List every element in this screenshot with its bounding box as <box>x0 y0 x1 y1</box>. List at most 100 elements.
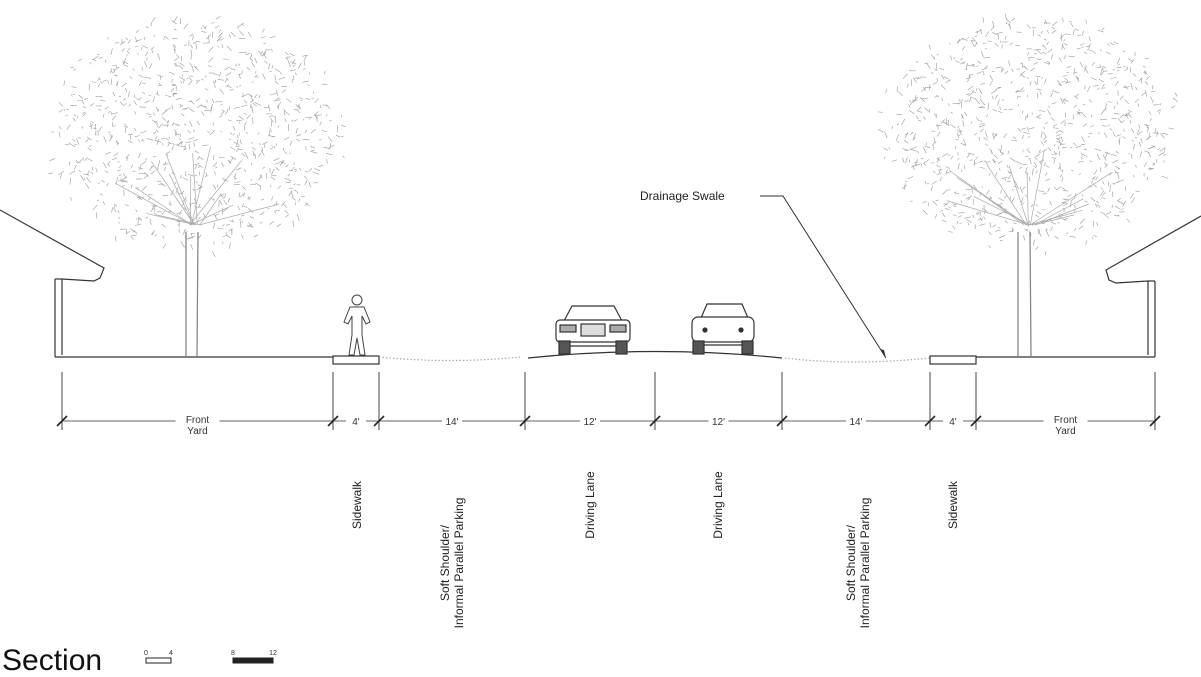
leaf-mark <box>270 176 276 181</box>
leaf-mark <box>974 35 978 38</box>
leaf-mark <box>904 131 909 139</box>
leaf-mark <box>250 162 253 166</box>
leaf-mark <box>167 141 173 145</box>
leaf-mark <box>1092 50 1097 54</box>
tree-canopy-right <box>877 13 1179 256</box>
leaf-mark <box>1021 202 1025 205</box>
leaf-mark <box>115 74 118 77</box>
branch-mark <box>190 146 211 226</box>
dimension-tick <box>970 415 982 427</box>
leaf-mark <box>956 220 959 225</box>
leaf-mark <box>1101 107 1107 113</box>
leaf-mark <box>197 104 203 108</box>
leaf-mark <box>172 43 177 48</box>
leaf-mark <box>1139 151 1143 158</box>
leaf-mark <box>918 119 922 122</box>
leaf-mark <box>341 125 347 128</box>
leaf-mark <box>222 224 225 227</box>
leaf-mark <box>936 131 941 137</box>
branch-mark <box>949 170 1027 226</box>
leaf-mark <box>280 160 284 166</box>
leaf-mark <box>121 180 128 183</box>
leaf-mark <box>144 51 149 57</box>
leaf-mark <box>137 195 143 201</box>
leaf-mark <box>268 130 271 137</box>
leaf-mark <box>1042 192 1048 195</box>
leaf-mark <box>1104 151 1111 155</box>
leaf-mark <box>922 147 927 154</box>
leaf-mark <box>1062 98 1069 102</box>
leaf-mark <box>966 80 969 83</box>
leaf-mark <box>284 136 290 141</box>
leaf-mark <box>69 177 72 185</box>
leaf-mark <box>905 157 908 164</box>
leaf-mark <box>1041 77 1044 80</box>
leaf-mark <box>884 131 888 139</box>
leaf-mark <box>1047 187 1050 193</box>
leaf-mark <box>181 113 185 117</box>
leaf-mark <box>164 35 169 40</box>
leaf-mark <box>248 225 254 228</box>
leaf-mark <box>239 139 242 145</box>
leaf-mark <box>292 58 296 65</box>
leaf-mark <box>1036 78 1038 84</box>
dimension-label-line: Front <box>186 415 210 426</box>
leaf-mark <box>143 61 148 68</box>
leaf-mark <box>1036 211 1042 215</box>
leaf-mark <box>1151 90 1156 93</box>
leaf-mark <box>70 197 72 201</box>
leaf-mark <box>1062 189 1069 192</box>
leaf-mark <box>303 68 306 70</box>
leaf-mark <box>235 145 241 147</box>
leaf-mark <box>1105 102 1107 106</box>
leaf-mark <box>938 169 942 171</box>
scale-tick-label: 12 <box>269 650 277 657</box>
leaf-mark <box>229 157 234 163</box>
leaf-mark <box>264 48 267 56</box>
leaf-mark <box>197 184 203 188</box>
leaf-mark <box>1124 67 1128 72</box>
leaf-mark <box>1058 57 1062 62</box>
leaf-mark <box>1043 162 1046 167</box>
leaf-mark <box>933 170 936 174</box>
leaf-mark <box>1039 160 1041 165</box>
leaf-mark <box>150 230 155 236</box>
leaf-mark <box>973 159 976 167</box>
leaf-mark <box>1082 153 1088 158</box>
branch-mark <box>1035 203 1089 226</box>
leaf-mark <box>948 206 951 209</box>
leaf-mark <box>1053 127 1059 129</box>
leaf-mark <box>1046 60 1050 64</box>
leaf-mark <box>225 231 228 237</box>
leaf-mark <box>1112 183 1115 185</box>
leaf-mark <box>153 34 156 37</box>
leaf-mark <box>1056 140 1063 144</box>
leaf-mark <box>93 127 97 130</box>
leaf-mark <box>288 190 293 197</box>
leaf-mark <box>1126 218 1131 223</box>
leaf-mark <box>72 117 76 122</box>
leaf-mark <box>1027 51 1030 56</box>
branch-mark <box>114 182 193 226</box>
leaf-mark <box>979 166 985 169</box>
leaf-mark <box>963 138 967 146</box>
leaf-mark <box>312 171 320 175</box>
leaf-mark <box>1059 130 1064 133</box>
leaf-mark <box>342 155 345 158</box>
leaf-mark <box>973 40 977 42</box>
scale-tick-label: 4 <box>169 650 173 657</box>
leaf-mark <box>1075 93 1079 97</box>
leaf-mark <box>994 43 999 47</box>
leaf-mark <box>152 231 154 235</box>
leaf-mark <box>225 72 232 76</box>
leaf-mark <box>1146 75 1150 80</box>
leaf-mark <box>1078 109 1081 111</box>
leaf-mark <box>121 185 125 187</box>
leaf-mark <box>1132 144 1136 150</box>
leaf-mark <box>240 214 245 217</box>
leaf-mark <box>1043 38 1047 41</box>
leaf-mark <box>227 198 230 203</box>
leaf-mark <box>1087 85 1091 92</box>
leaf-mark <box>238 84 241 87</box>
leaf-mark <box>123 57 127 64</box>
